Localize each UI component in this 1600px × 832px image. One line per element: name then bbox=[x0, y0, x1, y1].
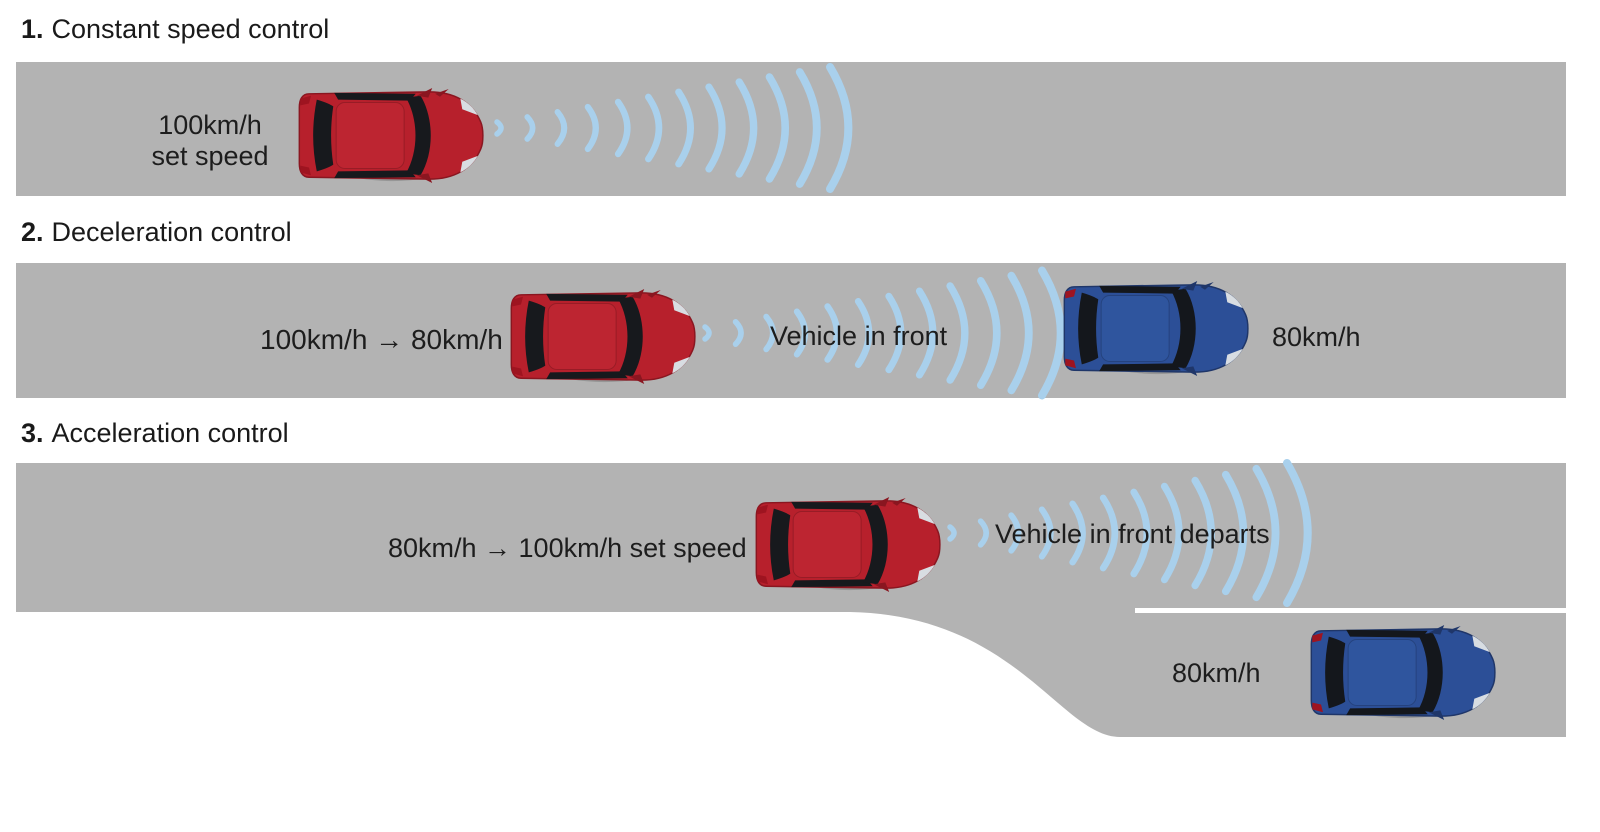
radar-wave-arc bbox=[977, 518, 990, 548]
radar-wave-arc bbox=[554, 109, 568, 147]
section2-number: 2. bbox=[21, 217, 44, 247]
blue-car-section2 bbox=[1063, 280, 1250, 377]
radar-wave-arc bbox=[1038, 266, 1065, 400]
section3-number: 3. bbox=[21, 418, 44, 448]
radar-wave-arc bbox=[765, 73, 789, 183]
radar-wave-arc bbox=[1038, 506, 1054, 560]
section2-heading: 2.Deceleration control bbox=[21, 217, 292, 248]
radar-wave-arc bbox=[795, 68, 821, 188]
radar-waves-section3 bbox=[947, 459, 1312, 607]
red-car-section3 bbox=[755, 496, 942, 593]
section3-accel-label: 80km/h → 100km/h set speed bbox=[388, 533, 747, 563]
radar-wave-arc bbox=[1191, 476, 1215, 590]
section3-front-speed-label: 80km/h bbox=[1172, 658, 1261, 688]
section1-number: 1. bbox=[21, 14, 44, 44]
radar-wave-arc bbox=[1099, 494, 1118, 572]
radar-wave-arc bbox=[763, 313, 776, 353]
section2-decel-label: 100km/h → 80km/h bbox=[260, 324, 503, 355]
blue-car-section3 bbox=[1310, 624, 1497, 721]
radar-wave-arc bbox=[705, 83, 726, 173]
radar-wave-arc bbox=[524, 114, 536, 142]
radar-wave-arc bbox=[1283, 459, 1312, 607]
radar-wave-arc bbox=[735, 78, 758, 178]
radar-wave-arc bbox=[915, 287, 937, 379]
radar-wave-arc bbox=[1221, 470, 1248, 596]
radar-wave-arc bbox=[947, 524, 957, 542]
radar-waves-section1 bbox=[494, 63, 853, 193]
section1-speed-line2: set speed bbox=[151, 141, 269, 171]
red-car-section2 bbox=[510, 288, 697, 385]
radar-wave-arc bbox=[885, 292, 905, 374]
section1-heading: 1.Constant speed control bbox=[21, 14, 329, 45]
section3-lane-divider-line bbox=[1135, 608, 1566, 613]
radar-wave-arc bbox=[1069, 500, 1086, 566]
radar-wave-arc bbox=[732, 318, 744, 348]
radar-wave-arc bbox=[494, 119, 504, 137]
radar-wave-arc bbox=[614, 98, 631, 158]
section3-title: Acceleration control bbox=[51, 418, 289, 448]
radar-wave-arc bbox=[946, 282, 969, 384]
red-car-section1 bbox=[298, 87, 485, 184]
section1-title: Constant speed control bbox=[51, 14, 330, 44]
section1-road bbox=[16, 62, 1566, 196]
section3-wave-label: Vehicle in front departs bbox=[995, 519, 1270, 549]
section2-front-speed-label: 80km/h bbox=[1272, 322, 1361, 352]
radar-wave-arc bbox=[1008, 512, 1022, 554]
radar-wave-arc bbox=[702, 324, 712, 342]
radar-wave-arc bbox=[1130, 488, 1151, 578]
section3-heading: 3.Acceleration control bbox=[21, 418, 289, 449]
radar-waves-section2 bbox=[702, 266, 1065, 400]
section1-speed-line1: 100km/h bbox=[158, 110, 262, 140]
radar-wave-arc bbox=[584, 103, 599, 153]
section2-road bbox=[16, 263, 1566, 398]
section2-title: Deceleration control bbox=[51, 217, 292, 247]
radar-wave-arc bbox=[675, 88, 694, 168]
radar-wave-arc bbox=[826, 63, 853, 193]
section1-speed-label: 100km/h set speed bbox=[125, 110, 295, 172]
radar-wave-arc bbox=[645, 93, 663, 163]
radar-wave-arc bbox=[1007, 271, 1033, 395]
radar-wave-arc bbox=[824, 303, 841, 363]
radar-wave-arc bbox=[1160, 482, 1183, 584]
radar-wave-arc bbox=[1252, 464, 1280, 602]
radar-wave-arc bbox=[793, 308, 809, 358]
section2-wave-label: Vehicle in front bbox=[770, 321, 948, 351]
radar-wave-arc bbox=[976, 276, 1001, 390]
radar-wave-arc bbox=[854, 297, 873, 369]
